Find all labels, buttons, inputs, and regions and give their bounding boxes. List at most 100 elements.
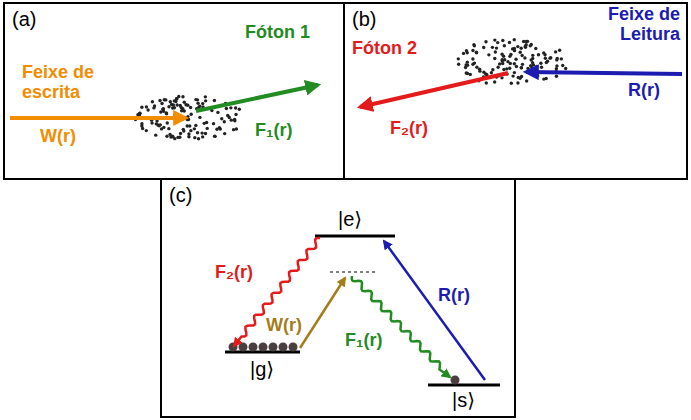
energy-level [315,235,395,238]
atom [529,44,532,47]
atom [189,112,192,115]
atom [162,126,165,129]
atom [509,53,512,56]
atom [141,127,144,130]
beam-label: Fóton 2 [352,38,417,58]
atom [526,67,529,70]
atom [189,129,192,132]
atom [475,51,478,54]
atom [165,135,168,138]
atom [229,106,232,109]
panel-letter: (b) [345,4,383,35]
population-dot [249,343,258,352]
atom [482,46,485,49]
energy-level [428,384,500,387]
atom [196,131,199,134]
atom [493,57,496,60]
atom [213,99,216,102]
atom [503,58,506,61]
atom [561,64,564,67]
atom [508,66,511,69]
beam-label: F₁(r) [345,330,382,350]
read-transition-arrow [384,241,485,380]
atom [493,38,496,41]
read-beam-arrow [526,72,682,74]
atom [519,47,522,50]
atom [177,95,180,98]
population-dot [239,343,248,352]
atom [159,123,162,126]
atom [549,56,552,59]
population-dots [229,343,298,352]
atom [521,63,524,66]
atom [205,127,208,130]
photon-transitions [234,238,450,377]
atom [154,133,157,136]
atom [503,44,506,47]
atom [145,129,148,132]
atom [163,98,166,101]
atom [165,112,168,115]
atom [523,56,526,59]
level-label: |g⟩ [250,358,274,380]
atom [223,120,226,123]
panel-letter: (a) [5,4,43,35]
atom [181,95,184,98]
photon-wave [234,238,320,346]
atom [219,127,222,130]
atom [513,71,516,74]
atom [545,61,548,64]
atom [484,72,487,75]
atom [478,68,481,71]
atom [186,115,189,118]
atom [540,66,543,69]
atom [172,103,175,106]
atom [220,117,223,120]
atom [457,63,460,66]
panel-letter: (c) [162,180,199,211]
atom-cloud [134,38,568,140]
atom [167,105,170,108]
atom [506,60,509,63]
atom [471,49,474,52]
level-label: |s⟩ [452,389,475,411]
atom [223,132,226,135]
atom [152,106,155,109]
atom [517,76,520,79]
atom [204,99,207,102]
atom [212,122,215,125]
atom [171,135,174,138]
virtual-level [330,271,378,273]
atom [520,75,523,78]
atom [213,135,216,138]
atom [232,128,235,131]
atom [505,67,508,70]
atom [234,106,237,109]
atom [162,107,165,110]
population-dot [269,343,278,352]
atom [187,135,190,138]
atom [539,62,542,65]
atom [238,108,241,111]
atom [516,45,519,48]
atom [213,135,216,138]
atom [522,40,525,43]
atom [471,57,474,60]
atom [494,50,497,53]
atom [501,39,504,42]
atom [544,57,547,60]
atom [145,105,148,108]
atom [555,58,558,61]
atom [198,116,201,119]
atom [196,98,199,101]
atom [484,40,487,43]
atom [475,65,478,68]
atom [529,64,532,67]
atom [490,71,493,74]
atom [233,119,236,122]
atom [175,103,178,106]
atom [564,67,567,70]
level-label: |e⟩ [338,208,362,230]
atom [166,121,169,124]
